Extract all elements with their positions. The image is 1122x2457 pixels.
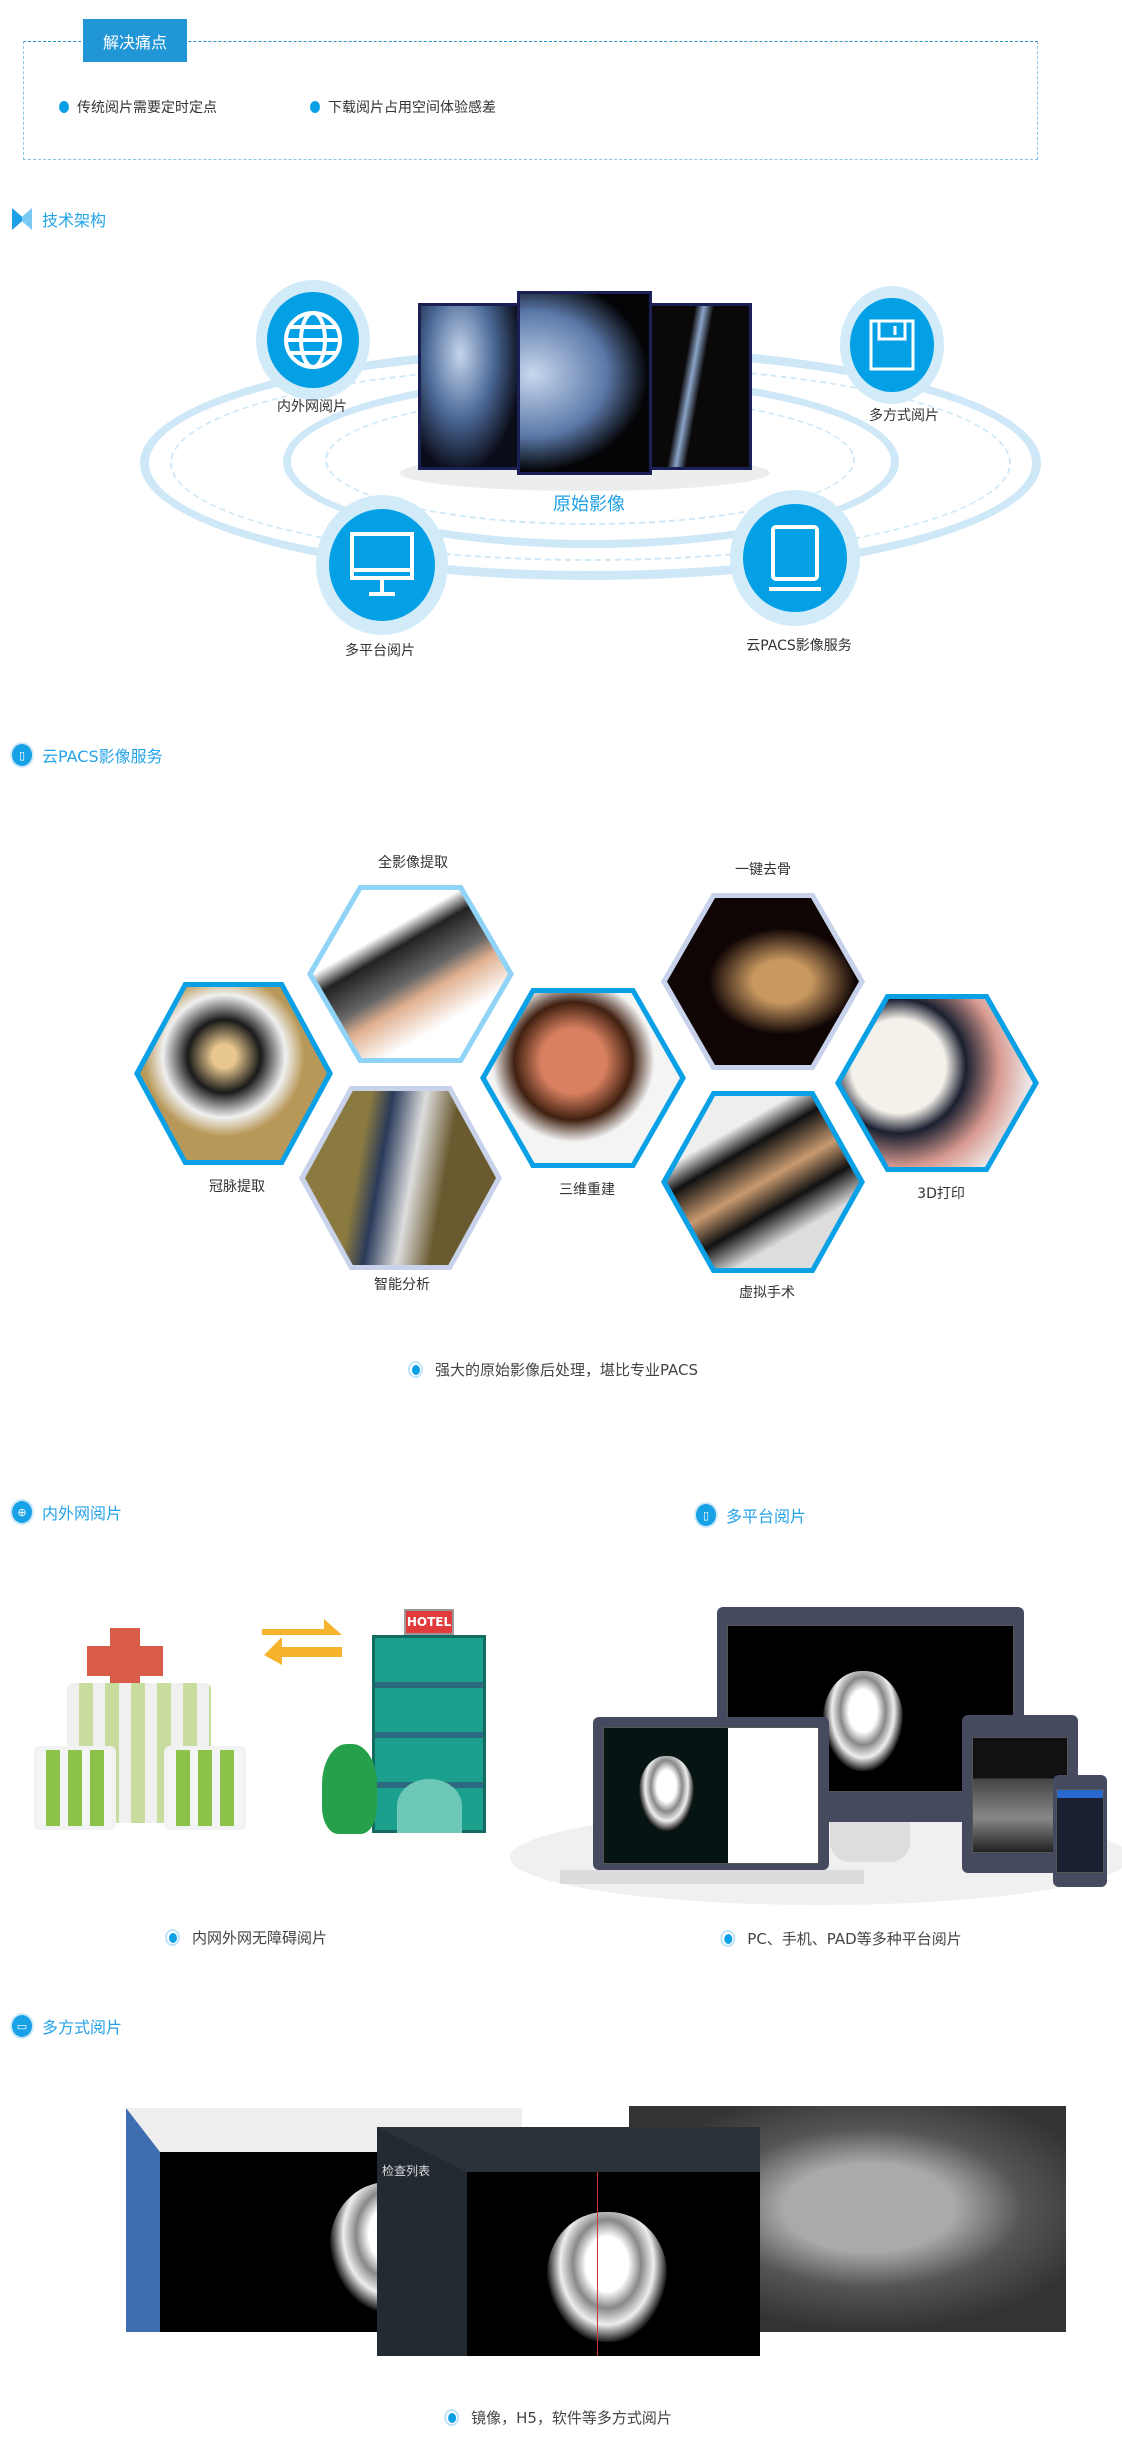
tablet-icon: ▯	[12, 744, 32, 766]
exchange-arrows-icon	[262, 1619, 342, 1665]
pacs-caption: 强大的原始影像后处理，堪比专业PACS	[407, 1359, 699, 1380]
globe-icon: ⊕	[12, 1501, 32, 1523]
pain-points-tab: 解决痛点	[83, 19, 187, 62]
section-header-platform: ▯ 多平台阅片	[696, 1503, 806, 1527]
hotel-illustration: HOTEL	[312, 1609, 488, 1835]
h5-viewer-screenshot: 检查列表	[377, 2127, 760, 2356]
feature-label: 智能分析	[374, 1277, 430, 1293]
feature-label: 3D打印	[917, 1186, 965, 1202]
node-multimode	[840, 286, 944, 404]
xray-pelvis	[418, 303, 522, 470]
cross-icon-bar	[87, 1646, 163, 1676]
modes-caption: 镜像，H5，软件等多方式阅片	[444, 2407, 672, 2428]
section-header-network: ⊕ 内外网阅片	[12, 1500, 122, 1524]
xray-hand	[648, 303, 752, 470]
laptop-base	[560, 1870, 864, 1884]
section-header-modes: ▭ 多方式阅片	[12, 2014, 122, 2038]
network-caption: 内网外网无障碍阅片	[164, 1927, 328, 1948]
feature-label: 全影像提取	[378, 855, 448, 871]
section-title: 内外网阅片	[42, 1504, 123, 1523]
caption-text: 镜像，H5，软件等多方式阅片	[471, 2409, 672, 2427]
pain-points-box	[23, 41, 1038, 160]
bullet-icon	[407, 1361, 423, 1378]
section-header-architecture: 技术架构	[12, 207, 106, 231]
tablet-icon: ▯	[696, 1504, 716, 1526]
globe-icon	[284, 311, 342, 369]
feature-virtual-surgery	[661, 1091, 865, 1273]
disk-icon: ▭	[12, 2015, 32, 2037]
section-title: 多方式阅片	[42, 2018, 123, 2037]
bullet-icon	[310, 101, 320, 113]
section-header-cloudpacs: ▯ 云PACS影像服务	[12, 743, 163, 767]
hospital-wing	[34, 1746, 116, 1830]
node-multiplatform	[316, 495, 448, 635]
monitor-stand	[830, 1822, 910, 1862]
platform-caption: PC、手机、PAD等多种平台阅片	[720, 1928, 962, 1949]
node-label: 内外网阅片	[277, 399, 347, 415]
caption-text: PC、手机、PAD等多种平台阅片	[747, 1930, 962, 1948]
node-label: 多方式阅片	[869, 408, 939, 424]
tablet-icon	[769, 524, 821, 591]
pain-item: 下载阅片占用空间体验感差	[310, 97, 496, 117]
xray-skull	[517, 291, 652, 475]
hotel-entrance	[397, 1779, 462, 1833]
bullet-icon	[164, 1929, 180, 1946]
feature-label: 冠脉提取	[209, 1179, 265, 1195]
bullet-icon	[59, 101, 69, 113]
feature-3d-rebuild	[480, 988, 686, 1168]
laptop	[593, 1717, 829, 1870]
feature-smart-analysis	[299, 1086, 502, 1270]
feature-label: 一键去骨	[735, 862, 791, 878]
bowtie-icon	[12, 208, 32, 230]
phone	[1053, 1775, 1107, 1887]
hospital-illustration	[31, 1628, 251, 1833]
pain-item-label: 传统阅片需要定时定点	[77, 100, 217, 116]
crosshair-line	[597, 2172, 598, 2356]
caption-text: 强大的原始影像后处理，堪比专业PACS	[434, 1361, 699, 1379]
node-label: 云PACS影像服务	[746, 638, 852, 654]
bullet-icon	[720, 1930, 736, 1947]
feature-coronary	[134, 982, 333, 1165]
feature-3d-print	[835, 994, 1039, 1172]
bullet-icon	[444, 2409, 460, 2426]
feature-full-image	[307, 885, 514, 1063]
node-cloudpacs	[730, 490, 860, 626]
tree	[322, 1744, 377, 1834]
feature-bone-removal	[661, 893, 865, 1070]
hotel-sign: HOTEL	[404, 1609, 454, 1635]
feature-label: 三维重建	[559, 1182, 615, 1198]
caption-text: 内网外网无障碍阅片	[191, 1929, 328, 1947]
section-title: 多平台阅片	[726, 1507, 807, 1526]
floppy-icon	[869, 319, 915, 371]
pain-item-label: 下载阅片占用空间体验感差	[328, 100, 496, 116]
section-title: 云PACS影像服务	[42, 747, 163, 766]
hospital-wing	[164, 1746, 246, 1830]
feature-label: 虚拟手术	[739, 1285, 795, 1301]
node-label: 多平台阅片	[345, 643, 415, 659]
pain-item: 传统阅片需要定时定点	[59, 97, 217, 117]
monitor-icon	[350, 532, 414, 596]
exam-list-title: 检查列表	[382, 2164, 431, 2178]
center-label: 原始影像	[553, 494, 625, 515]
section-title: 技术架构	[42, 211, 107, 230]
node-intranet	[256, 280, 370, 400]
